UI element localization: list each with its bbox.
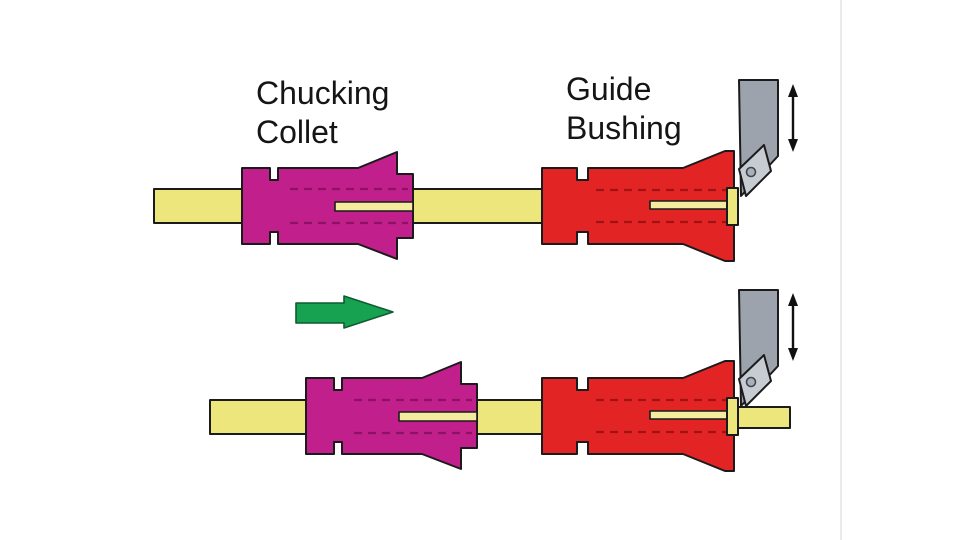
arrow-down-icon bbox=[788, 139, 798, 152]
insert-screw-icon bbox=[745, 166, 757, 178]
bar-stock-end bbox=[726, 187, 739, 226]
feed-direction-arrow-icon bbox=[295, 295, 394, 329]
chucking-collet-label-line2: Collet bbox=[256, 114, 338, 150]
arrow-up-icon bbox=[788, 293, 798, 306]
insert-screw-icon bbox=[745, 376, 757, 388]
tool-motion-arrow bbox=[788, 84, 798, 152]
tool-motion-arrow bbox=[788, 293, 798, 361]
guide-bushing-shape bbox=[541, 150, 735, 262]
arrow-up-icon bbox=[788, 84, 798, 97]
chucking-collet bbox=[241, 151, 414, 260]
guide-bushing-label-line1: Guide bbox=[566, 71, 651, 107]
cutting-tool bbox=[738, 79, 779, 197]
top-assembly bbox=[153, 79, 798, 262]
bar-stock-left bbox=[209, 399, 307, 435]
bar-stock-middle bbox=[476, 399, 543, 435]
bar-stock-end bbox=[726, 397, 739, 436]
cutting-tool bbox=[738, 289, 779, 407]
bushing-slit bbox=[649, 410, 728, 420]
guide-bushing bbox=[541, 150, 735, 262]
collet-slit bbox=[398, 411, 478, 422]
workpiece-protruding bbox=[737, 406, 791, 429]
chucking-collet-shape bbox=[241, 151, 414, 260]
guide-bushing-shape bbox=[541, 360, 735, 472]
bar-stock-middle bbox=[412, 188, 543, 224]
bottom-assembly bbox=[209, 289, 798, 472]
collet-slit bbox=[334, 201, 414, 212]
guide-bushing-label-line2: Bushing bbox=[566, 110, 682, 146]
bar-stock-left bbox=[153, 188, 245, 224]
chucking-collet-advanced bbox=[305, 361, 478, 470]
chucking-collet-label-line1: Chucking bbox=[256, 75, 389, 111]
chucking-collet-shape bbox=[305, 361, 478, 470]
guide-bushing bbox=[541, 360, 735, 472]
arrow-down-icon bbox=[788, 348, 798, 361]
bushing-slit bbox=[649, 200, 728, 210]
